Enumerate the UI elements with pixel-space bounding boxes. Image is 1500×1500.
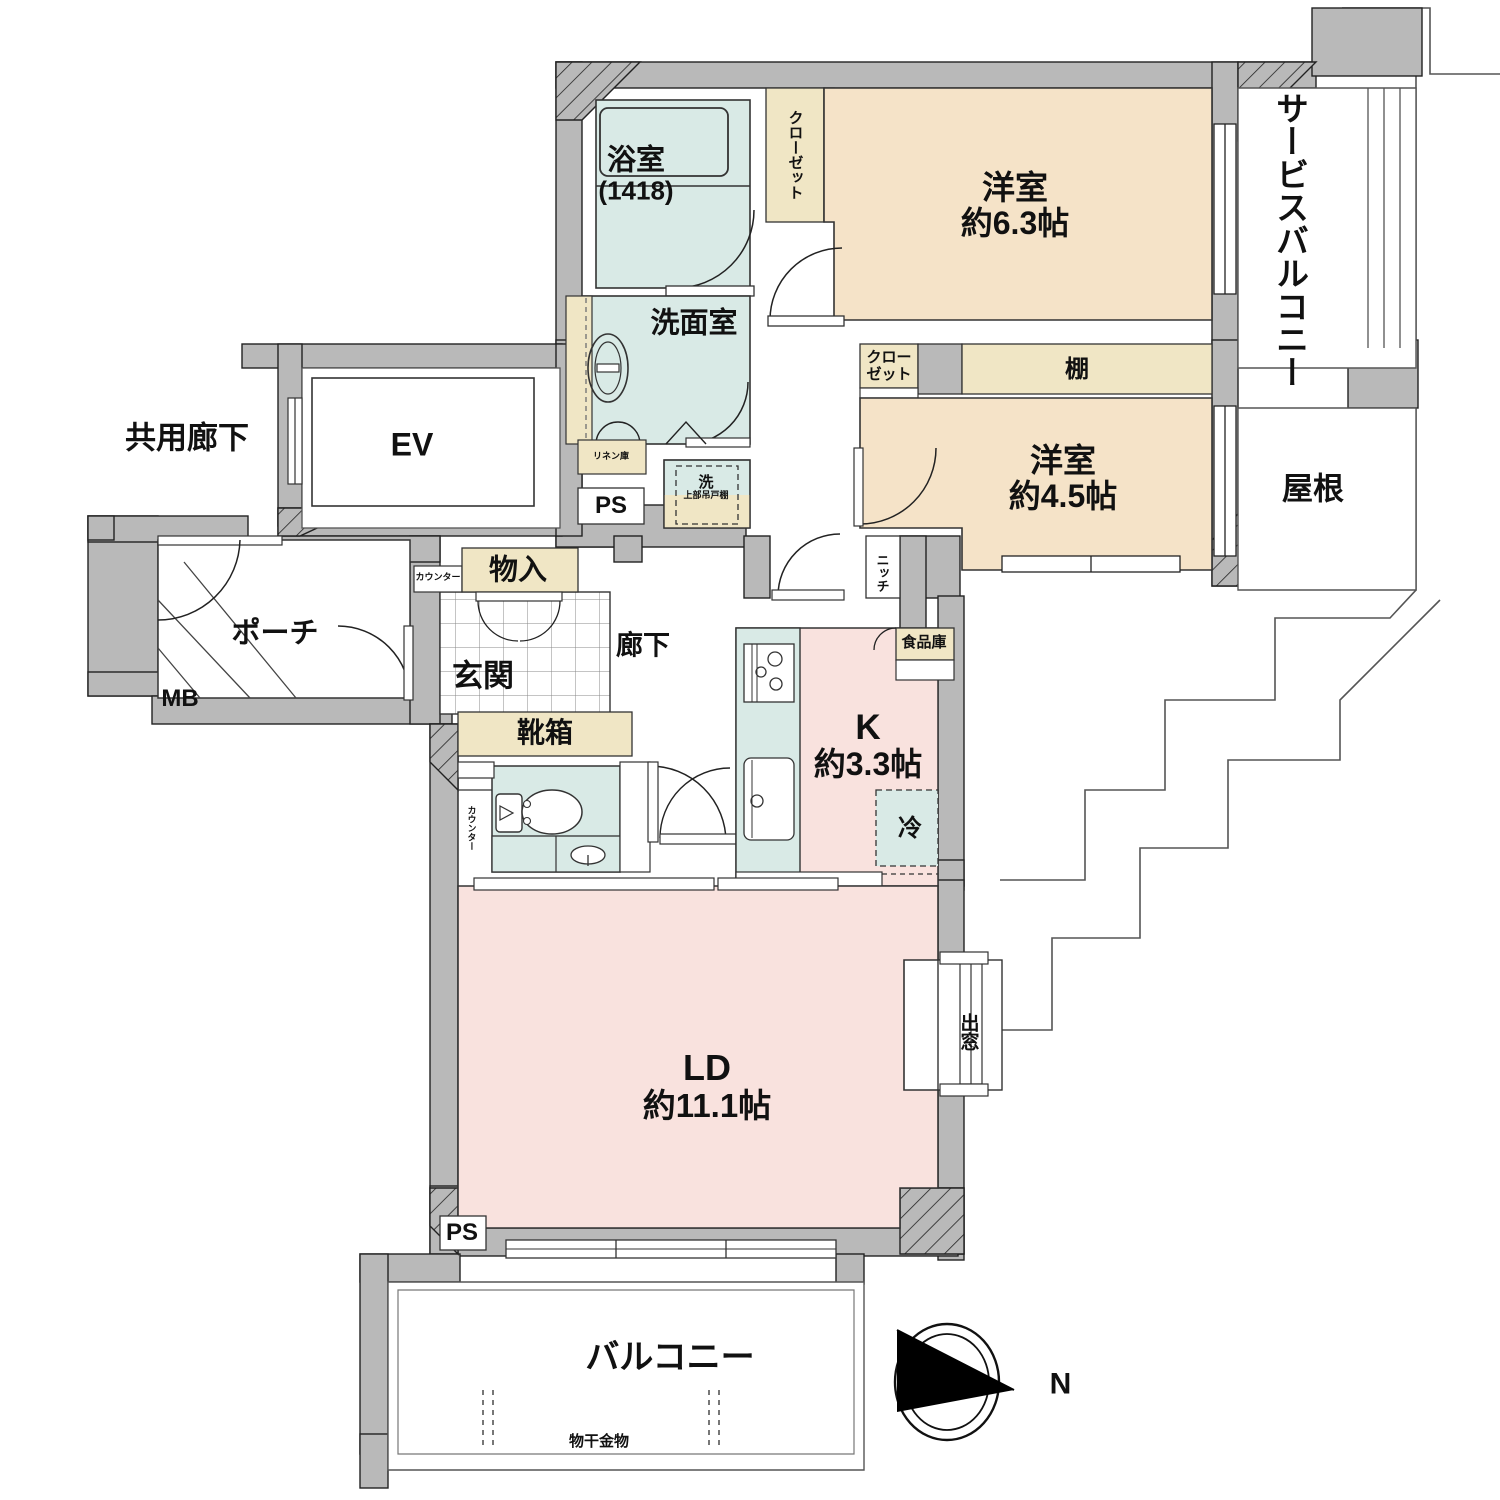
room-label-closet-mid: クローゼット (866, 348, 912, 383)
room-bedroom1 (767, 87, 1213, 327)
room-label-living: LD 約11.1帖 (642, 1046, 772, 1124)
room-label-shoebox: 靴箱 (516, 716, 574, 748)
room-label-roof: 屋根 (1282, 471, 1344, 507)
compass-rose (893, 1322, 1015, 1442)
room-label-counter-side: カウンター (466, 805, 477, 851)
service-balcony (1237, 87, 1417, 369)
room-label-bath: 浴室 (1418) (598, 144, 674, 206)
ps-top-box (577, 487, 645, 525)
roof-area (1237, 407, 1417, 591)
room-label-hallway: 廊下 (616, 630, 670, 661)
ld-openings (473, 877, 839, 891)
ps-bottom-box (439, 1215, 487, 1251)
room-label-ps-top: PS (594, 492, 628, 520)
washer-area (663, 459, 751, 529)
elevator-shaft (287, 367, 561, 529)
room-label-service-balcony: サービスバルコニー (1271, 91, 1309, 389)
genkan-area (413, 547, 611, 715)
room-label-balcony: バルコニー (585, 1338, 755, 1377)
room-washroom (565, 295, 751, 448)
room-label-elevator: EV (390, 426, 434, 463)
closet-shelf-band (859, 343, 1213, 425)
balcony-sliding-door (505, 1239, 837, 1259)
windows-right (1001, 123, 1237, 573)
room-label-porch: ポーチ (231, 617, 319, 650)
room-label-fridge: 冷 (898, 815, 922, 843)
compass-north-label: N (1044, 1367, 1077, 1401)
hallway-doors (771, 533, 901, 601)
room-label-linen: リネン庫 (592, 451, 630, 462)
room-label-mb: MB (161, 685, 199, 713)
room-label-genkan: 玄関 (452, 658, 514, 694)
room-label-washroom: 洗面室 (650, 307, 738, 340)
room-bedroom2 (853, 397, 1213, 571)
room-label-kitchen: K 約3.3帖 (813, 707, 923, 782)
room-label-washer: 洗 上部吊戸棚 (683, 474, 729, 501)
bay-window (937, 951, 1003, 1097)
porch-area (157, 535, 414, 701)
room-label-shelf: 棚 (1065, 356, 1089, 384)
linen-closet-box (577, 439, 647, 475)
room-kitchen (735, 627, 955, 887)
shoebox-box (457, 711, 633, 757)
room-label-common-hall: 共用廊下 (125, 420, 249, 456)
room-bath (595, 99, 755, 297)
toilet-area (457, 761, 741, 873)
room-label-bay-window: 出窓 (957, 1013, 979, 1051)
room-label-drying-rack: 物干金物 (568, 1432, 630, 1450)
room-label-closet-top: クローゼット (786, 110, 804, 200)
room-label-niche: ニッチ (874, 553, 890, 593)
room-label-bedroom1: 洋室 約6.3帖 (960, 168, 1070, 241)
room-label-ps-bottom: PS (445, 1219, 479, 1247)
room-label-storage: 物入 (488, 554, 548, 587)
balcony-area (387, 1281, 865, 1471)
room-label-pantry: 食品庫 (901, 633, 947, 651)
room-label-bedroom2: 洋室 約4.5帖 (1008, 441, 1118, 514)
room-label-counter-top: カウンター (415, 572, 461, 583)
